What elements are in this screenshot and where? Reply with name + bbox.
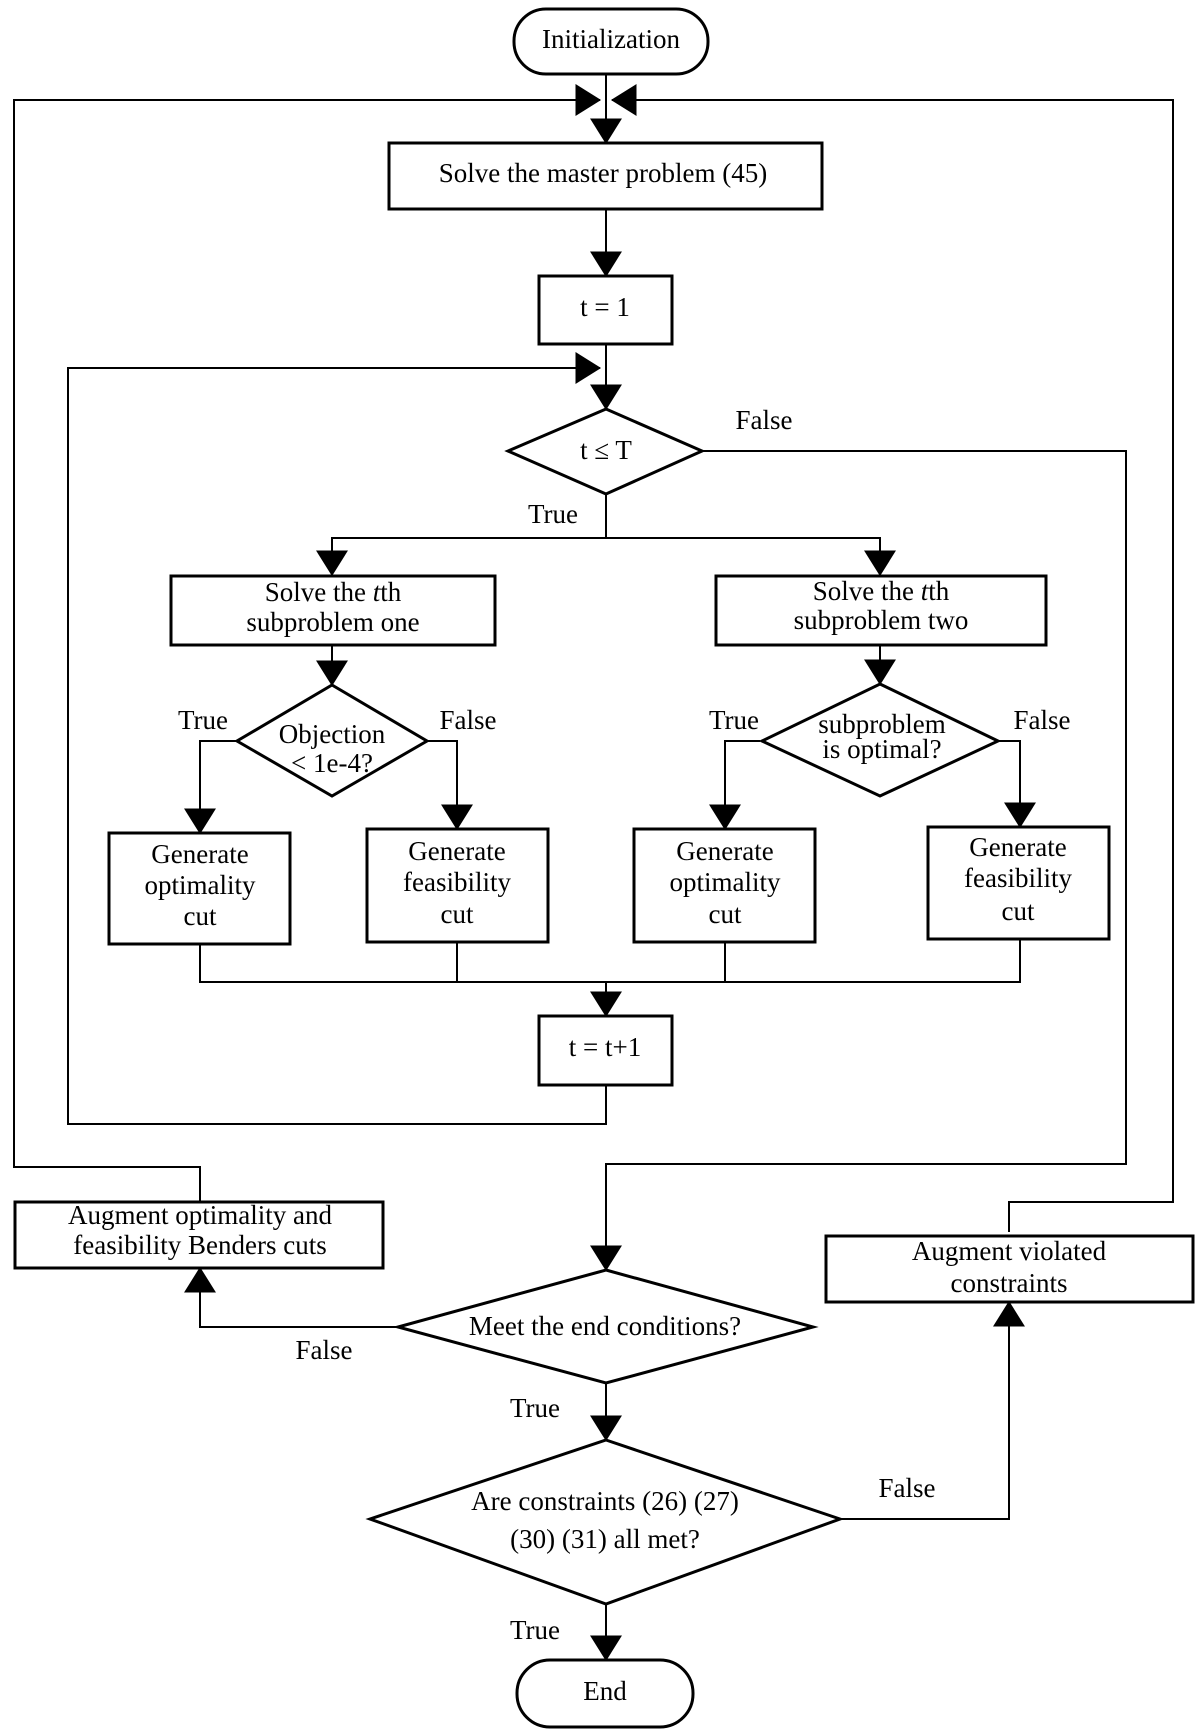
optimality-cut-one-line2: optimality xyxy=(145,870,256,900)
objection-true-label: True xyxy=(178,705,228,735)
t-check-decision: t ≤ T xyxy=(504,407,706,496)
edge-tcheck-true-right xyxy=(606,537,896,577)
subproblem-one-box: Solve the tth subproblem one xyxy=(169,574,497,647)
t-check-false-label: False xyxy=(736,405,793,435)
subproblem-two-box: Solve the tth subproblem two xyxy=(714,574,1048,647)
t-check-label: t ≤ T xyxy=(580,435,632,465)
end-node: End xyxy=(515,1658,695,1729)
start-label: Initialization xyxy=(542,24,680,54)
t-increment-label: t = t+1 xyxy=(569,1032,641,1062)
feasibility-cut-one-line1: Generate xyxy=(408,836,505,866)
subproblem-optimal-true-label: True xyxy=(709,705,759,735)
t-increment-box: t = t+1 xyxy=(537,1014,674,1087)
constraints-false-label: False xyxy=(879,1473,936,1503)
constraints-true-label: True xyxy=(510,1615,560,1645)
edge-endcheck-false xyxy=(184,1266,398,1328)
edge-objection-true xyxy=(184,740,237,835)
optimality-cut-one-box: Generate optimality cut xyxy=(107,831,292,946)
end-label: End xyxy=(583,1676,627,1706)
objection-line1: Objection xyxy=(279,719,386,749)
t-init-label: t = 1 xyxy=(580,292,630,322)
optimality-cut-two-line1: Generate xyxy=(676,836,773,866)
feasibility-cut-two-line2: feasibility xyxy=(964,863,1072,893)
augment-constraints-box: Augment violated constraints xyxy=(824,1234,1195,1304)
constraints-line2: (30) (31) all met? xyxy=(510,1524,700,1554)
master-problem-label: Solve the master problem (45) xyxy=(439,158,767,188)
feasibility-cut-one-line3: cut xyxy=(441,899,474,929)
edge-tcheck-true-split xyxy=(316,494,607,577)
t-init-box: t = 1 xyxy=(537,274,674,346)
subproblem-two-line1: Solve the tth xyxy=(813,576,950,606)
augment-cuts-line2: feasibility Benders cuts xyxy=(73,1230,326,1260)
constraints-decision: Are constraints (26) (27) (30) (31) all … xyxy=(365,1438,845,1606)
edge-augmentcuts-loop xyxy=(13,84,602,1202)
edge-cuts-merge xyxy=(199,939,1021,983)
optimality-cut-two-line3: cut xyxy=(709,899,742,929)
edge-tcheck-false xyxy=(590,450,1127,1272)
edge-tinc-loop xyxy=(67,352,607,1125)
feasibility-cut-two-line1: Generate xyxy=(969,832,1066,862)
feasibility-cut-two-box: Generate feasibility cut xyxy=(926,825,1111,941)
augment-cuts-box: Augment optimality and feasibility Bende… xyxy=(13,1200,385,1270)
feasibility-cut-one-line2: feasibility xyxy=(403,867,511,897)
end-conditions-true-label: True xyxy=(510,1393,560,1423)
end-conditions-false-label: False xyxy=(296,1335,353,1365)
optimality-cut-one-line3: cut xyxy=(184,901,217,931)
augment-constraints-line2: constraints xyxy=(951,1268,1068,1298)
edge-constraints-false xyxy=(840,1300,1025,1520)
subproblem-optimal-decision: subproblem is optimal? xyxy=(758,682,1002,798)
start-node: Initialization xyxy=(512,7,710,76)
optimality-cut-one-line1: Generate xyxy=(151,839,248,869)
optimality-cut-two-box: Generate optimality cut xyxy=(632,827,817,944)
augment-constraints-line1: Augment violated xyxy=(912,1236,1107,1266)
edge-augmentconstraints-loop xyxy=(610,84,1174,1232)
subproblem-one-line1: Solve the tth xyxy=(265,577,402,607)
t-check-true-label: True xyxy=(528,499,578,529)
master-problem-box: Solve the master problem (45) xyxy=(387,141,824,211)
constraints-line1: Are constraints (26) (27) xyxy=(471,1486,739,1516)
edge-optimal-false xyxy=(998,740,1036,829)
optimality-cut-two-line2: optimality xyxy=(670,867,781,897)
connectors xyxy=(13,74,1174,1662)
objection-decision: Objection < 1e-4? xyxy=(234,683,430,798)
end-conditions-label: Meet the end conditions? xyxy=(469,1311,741,1341)
feasibility-cut-two-line3: cut xyxy=(1002,896,1035,926)
edge-objection-false xyxy=(427,740,473,831)
objection-line2: < 1e-4? xyxy=(291,748,373,778)
objection-false-label: False xyxy=(440,705,497,735)
augment-cuts-line1: Augment optimality and xyxy=(68,1200,332,1230)
subproblem-two-line2: subproblem two xyxy=(794,605,969,635)
subproblem-optimal-line2: is optimal? xyxy=(822,734,941,764)
subproblem-optimal-false-label: False xyxy=(1014,705,1071,735)
subproblem-optimal-line1: subproblem xyxy=(818,709,946,739)
edge-optimal-true xyxy=(709,740,760,831)
subproblem-one-line2: subproblem one xyxy=(246,607,419,637)
feasibility-cut-one-box: Generate feasibility cut xyxy=(365,827,550,944)
end-conditions-decision: Meet the end conditions? xyxy=(392,1268,819,1385)
